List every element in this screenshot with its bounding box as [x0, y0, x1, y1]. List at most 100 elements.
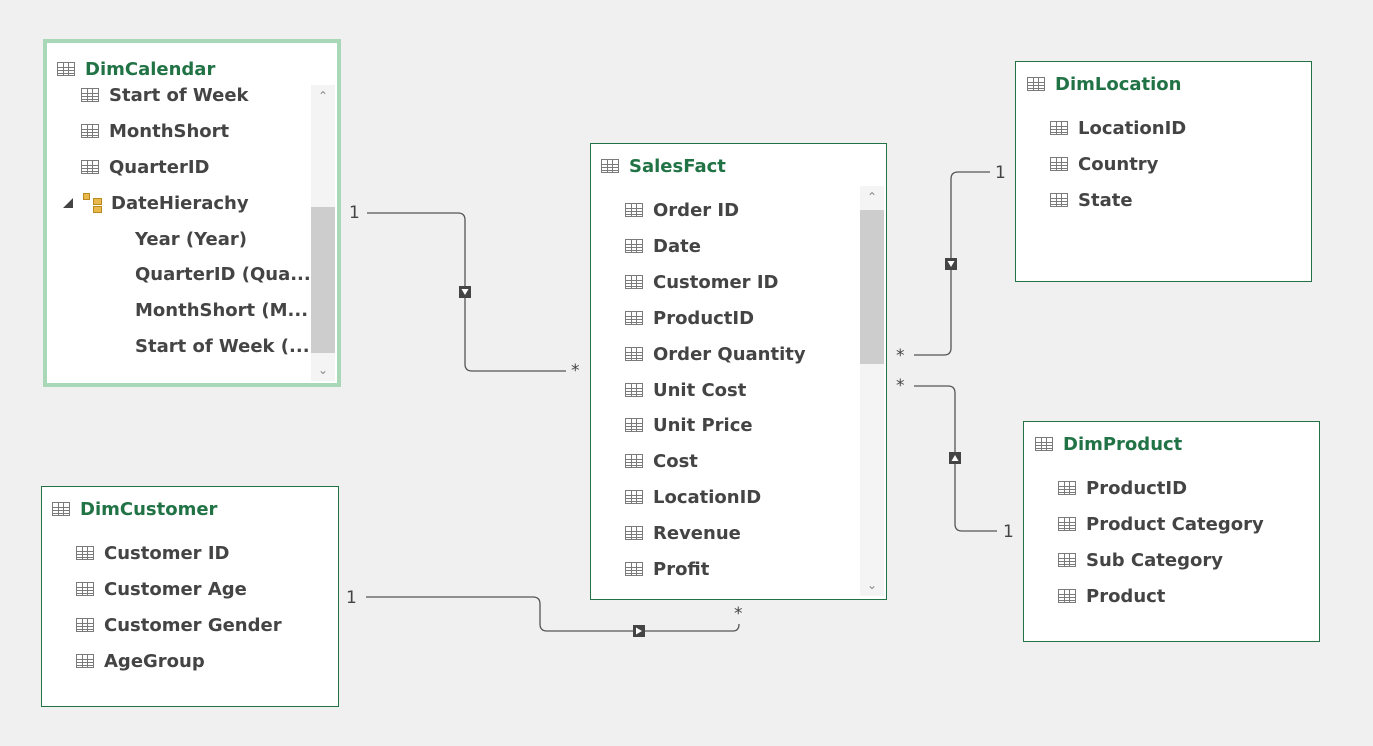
column-icon [625, 490, 643, 504]
column-row[interactable]: MonthShort [81, 113, 229, 149]
column-row[interactable]: State [1050, 182, 1133, 218]
column-row[interactable]: ProductID [625, 300, 754, 336]
column-label: ProductID [653, 307, 755, 329]
column-label: Unit Price [653, 414, 753, 436]
column-row[interactable]: Product Category [1058, 506, 1264, 542]
vertical-scrollbar[interactable]: ⌃ ⌄ [311, 85, 335, 381]
location-one-label: 1 [995, 163, 1006, 183]
column-icon [76, 618, 94, 632]
column-label: QuarterID [109, 156, 210, 178]
location-many-label: * [896, 346, 905, 366]
table-title: DimLocation [1055, 73, 1182, 95]
scroll-thumb[interactable] [860, 210, 884, 364]
hierarchy-level-label: Year (Year) [135, 228, 247, 250]
table-header[interactable]: DimLocation [1016, 62, 1311, 106]
column-icon [1050, 121, 1068, 135]
column-icon [625, 418, 643, 432]
column-label: Date [653, 235, 701, 257]
column-label: Product Category [1086, 513, 1264, 535]
column-row[interactable]: LocationID [625, 479, 761, 515]
column-label: Profit [653, 558, 710, 580]
column-row[interactable]: Customer Age [76, 571, 247, 607]
hierarchy-level-label: MonthShort (M... [135, 299, 309, 321]
hierarchy-level-row[interactable]: QuarterID (Qua... [135, 256, 311, 292]
column-row[interactable]: Revenue [625, 515, 741, 551]
column-icon [625, 311, 643, 325]
column-row[interactable]: Product [1058, 578, 1165, 614]
column-icon [81, 160, 99, 174]
hierarchy-icon [81, 192, 103, 214]
column-icon [1058, 589, 1076, 603]
filter-direction-markers [459, 258, 961, 637]
column-row[interactable]: Customer Gender [76, 607, 282, 643]
column-label: LocationID [1078, 117, 1187, 139]
scroll-up-icon[interactable]: ⌃ [317, 89, 329, 103]
column-label: Product [1086, 585, 1166, 607]
table-salesfact[interactable]: SalesFact Order ID Date Customer ID Prod… [590, 143, 887, 600]
hierarchy-label: DateHierachy [111, 192, 249, 214]
table-icon [1035, 437, 1053, 451]
column-icon [1058, 517, 1076, 531]
hierarchy-level-label: Start of Week (... [135, 335, 310, 357]
collapse-triangle-icon[interactable] [63, 198, 73, 208]
column-icon [1050, 193, 1068, 207]
table-title: DimCustomer [80, 498, 218, 520]
column-label: MonthShort [109, 120, 230, 142]
column-row[interactable]: Customer ID [625, 264, 778, 300]
column-row[interactable]: QuarterID [81, 149, 209, 185]
column-row[interactable]: Customer ID [76, 535, 229, 571]
relationship-line-customer [366, 596, 740, 632]
column-label: Order ID [653, 199, 740, 221]
column-row[interactable]: Profit [625, 551, 709, 587]
hierarchy-level-row[interactable]: Year (Year) [135, 221, 247, 257]
column-row[interactable]: LocationID [1050, 110, 1186, 146]
table-dimcalendar[interactable]: DimCalendar Start of Week MonthShort Qua… [43, 39, 341, 387]
column-icon [76, 654, 94, 668]
column-row[interactable]: Unit Price [625, 407, 753, 443]
column-label: Customer ID [104, 542, 230, 564]
table-dimlocation[interactable]: DimLocation LocationID Country State [1015, 61, 1312, 282]
table-header[interactable]: DimCustomer [42, 487, 338, 531]
column-icon [81, 88, 99, 102]
column-row[interactable]: Country [1050, 146, 1158, 182]
column-icon [76, 546, 94, 560]
product-one-label: 1 [1003, 522, 1014, 542]
table-header[interactable]: SalesFact [591, 144, 886, 188]
table-dimproduct[interactable]: DimProduct ProductID Product Category Su… [1023, 421, 1320, 642]
column-icon [1058, 481, 1076, 495]
scroll-thumb[interactable] [311, 207, 335, 353]
vertical-scrollbar[interactable]: ⌃ ⌄ [860, 186, 884, 596]
column-row[interactable]: Start of Week [81, 77, 249, 113]
column-row[interactable]: Date [625, 228, 701, 264]
column-icon [625, 203, 643, 217]
column-row[interactable]: ProductID [1058, 470, 1187, 506]
column-row[interactable]: AgeGroup [76, 643, 205, 679]
column-icon [1058, 553, 1076, 567]
hierarchy-level-row[interactable]: MonthShort (M... [135, 292, 308, 328]
column-label: Customer Gender [104, 614, 282, 636]
table-header[interactable]: DimCalendar [47, 47, 337, 91]
scroll-down-icon[interactable]: ⌄ [866, 578, 878, 592]
column-icon [76, 582, 94, 596]
column-row[interactable]: Order ID [625, 192, 739, 228]
table-header[interactable]: DimProduct [1024, 422, 1319, 466]
hierarchy-row[interactable]: DateHierachy [63, 185, 249, 221]
column-row[interactable]: Sub Category [1058, 542, 1223, 578]
column-label: Country [1078, 153, 1159, 175]
column-row[interactable]: Unit Cost [625, 372, 746, 408]
table-dimcustomer[interactable]: DimCustomer Customer ID Customer Age Cus… [41, 486, 339, 707]
column-icon [81, 124, 99, 138]
column-icon [625, 454, 643, 468]
scroll-up-icon[interactable]: ⌃ [866, 190, 878, 204]
hierarchy-level-row[interactable]: Start of Week (... [135, 328, 310, 364]
scroll-down-icon[interactable]: ⌄ [317, 363, 329, 377]
column-label: Revenue [653, 522, 741, 544]
column-label: LocationID [653, 486, 762, 508]
column-row[interactable]: Order Quantity [625, 336, 806, 372]
column-icon [625, 239, 643, 253]
column-row[interactable]: Cost [625, 443, 698, 479]
column-label: Customer ID [653, 271, 779, 293]
table-title: DimCalendar [85, 58, 216, 80]
column-icon [625, 383, 643, 397]
